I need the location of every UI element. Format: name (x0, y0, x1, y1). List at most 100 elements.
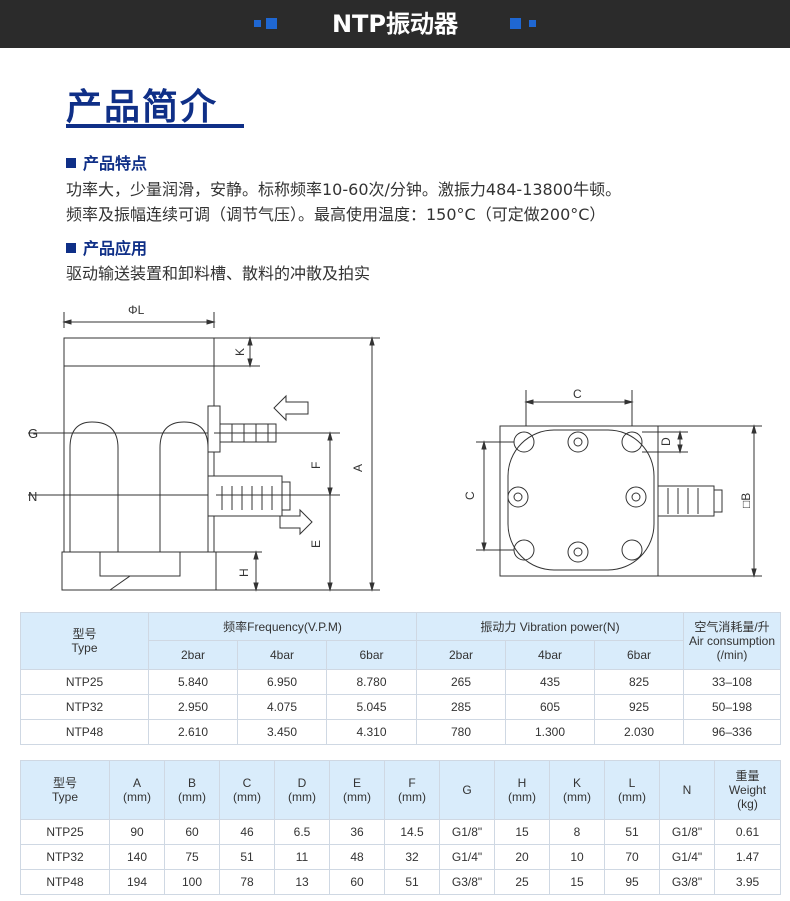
application-heading-text: 产品应用 (83, 239, 148, 258)
label-h: H (237, 568, 251, 577)
table-cell: 140 (109, 844, 165, 870)
dim-letter: F (408, 776, 416, 790)
square-bullet-icon (66, 243, 76, 253)
table-cell: 60 (164, 819, 220, 845)
intro-title: 产品简介 (66, 87, 219, 128)
header-banner: NTP振动器 (0, 0, 790, 48)
table-cell: 33–108 (683, 669, 781, 695)
label-b: □B (739, 493, 753, 508)
side-view: ΦL K G N (28, 303, 380, 592)
table-cell: 8 (549, 819, 605, 845)
dimension-drawing: ΦL K G N (28, 303, 762, 592)
table-cell: 10 (549, 844, 605, 870)
table-cell: 5.045 (326, 694, 417, 720)
pressure-header-cell: 2bar (148, 640, 238, 670)
label-phil: ΦL (128, 303, 145, 317)
table-cell: 3.450 (237, 719, 327, 745)
dim-header-g: G (439, 760, 495, 820)
table-cell: 285 (416, 694, 506, 720)
table-cell: 96–336 (683, 719, 781, 745)
air-header-cn: 空气消耗量/升 (694, 620, 770, 634)
label-g: G (28, 426, 38, 441)
label-e: E (309, 540, 323, 548)
decor-square-icon (510, 18, 521, 29)
table-cell: 36 (329, 819, 385, 845)
dim-header-c: C(mm) (219, 760, 275, 820)
table-cell: 100 (164, 869, 220, 895)
table-cell: NTP25 (20, 669, 149, 695)
frequency-header: 频率Frequency(V.P.M) (148, 612, 417, 641)
features-text-line-2: 频率及振幅连续可调（调节气压）。最高使用温度：150°C（可定做200°C） (66, 205, 606, 224)
dim-unit: (mm) (233, 790, 261, 804)
weight-header-en: Weight (728, 783, 767, 797)
table-cell: 32 (384, 844, 440, 870)
table-cell: 15 (549, 869, 605, 895)
table-cell: 435 (505, 669, 595, 695)
table-cell: 1.300 (505, 719, 595, 745)
dim-unit: (mm) (178, 790, 206, 804)
table-cell: 8.780 (326, 669, 417, 695)
table-cell: 825 (594, 669, 684, 695)
table-cell: 25 (494, 869, 550, 895)
table-cell: 15 (494, 819, 550, 845)
dim-unit: (mm) (618, 790, 646, 804)
label-d: D (659, 437, 673, 446)
table-cell: 51 (219, 844, 275, 870)
table-cell: 20 (494, 844, 550, 870)
table-cell: 51 (384, 869, 440, 895)
table-cell: 265 (416, 669, 506, 695)
type-header-en: Type (71, 641, 98, 655)
pressure-header-cell: 6bar (594, 640, 684, 670)
features-heading: 产品特点 (66, 150, 147, 174)
table-cell: NTP25 (20, 819, 110, 845)
type-header-en: Type (51, 790, 78, 804)
label-f: F (309, 462, 323, 469)
table-cell: 194 (109, 869, 165, 895)
table-cell: 90 (109, 819, 165, 845)
dim-letter: K (572, 776, 581, 790)
table-cell: 46 (219, 819, 275, 845)
table-cell: 50–198 (683, 694, 781, 720)
dim-header-k: K(mm) (549, 760, 605, 820)
dim-letter: D (297, 776, 307, 790)
table-cell: 2.030 (594, 719, 684, 745)
table-cell: 4.075 (237, 694, 327, 720)
table-cell: 925 (594, 694, 684, 720)
table-cell: 4.310 (326, 719, 417, 745)
dim-header-f: F(mm) (384, 760, 440, 820)
table-cell: G1/4" (659, 844, 715, 870)
dim-letter: H (517, 776, 527, 790)
table-cell: 5.840 (148, 669, 238, 695)
dim-unit: (mm) (563, 790, 591, 804)
table-cell: 11 (274, 844, 330, 870)
dim-unit: (mm) (398, 790, 426, 804)
label-k: K (233, 348, 247, 356)
dim-header-d: D(mm) (274, 760, 330, 820)
table-cell: 6.950 (237, 669, 327, 695)
label-n: N (28, 489, 37, 504)
table-cell: 1.47 (714, 844, 781, 870)
dim-unit: (mm) (343, 790, 371, 804)
features-heading-text: 产品特点 (83, 154, 148, 173)
dim-letter: G (462, 783, 472, 797)
table-cell: 95 (604, 869, 660, 895)
pressure-header-row: 2bar 4bar 6bar 2bar 4bar 6bar (21, 640, 781, 670)
pressure-header-cell: 6bar (326, 640, 417, 670)
decor-square-icon (266, 18, 277, 29)
decor-square-icon (529, 20, 536, 27)
table-cell: NTP48 (20, 719, 149, 745)
dim-letter: C (242, 776, 252, 790)
dim-unit: (mm) (123, 790, 151, 804)
square-bullet-icon (66, 158, 76, 168)
